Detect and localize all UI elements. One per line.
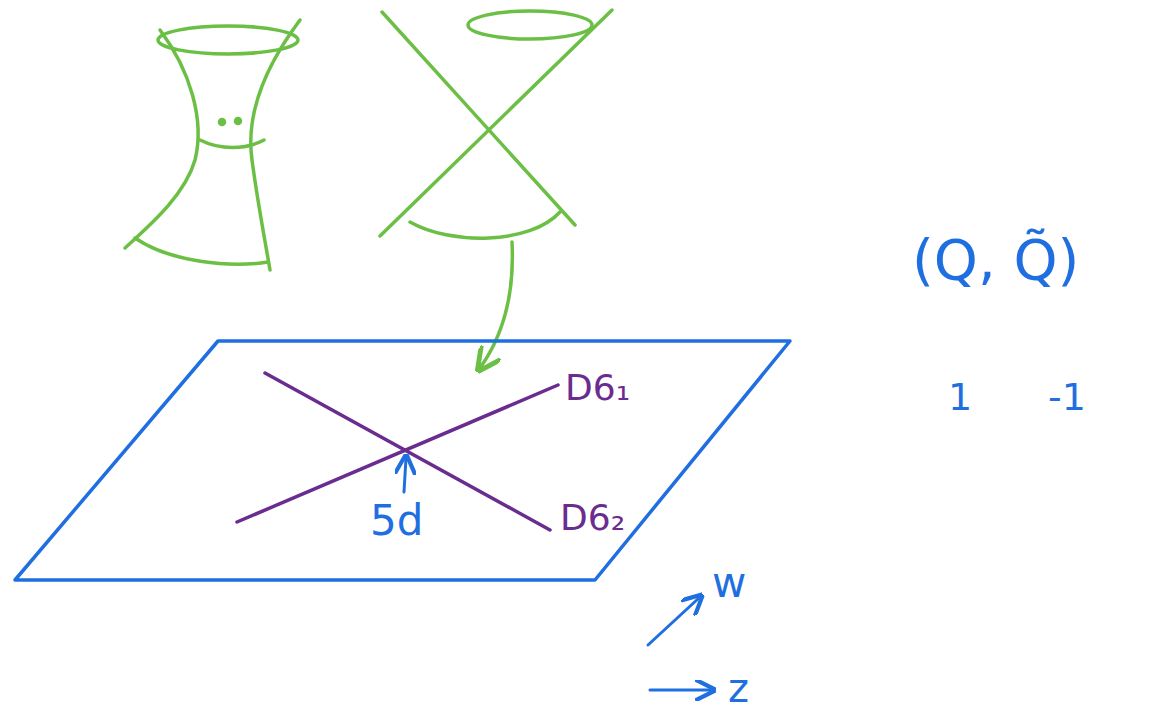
- hyperboloid: [125, 20, 300, 270]
- cone: [380, 10, 612, 368]
- charge-label: -1: [1048, 378, 1086, 416]
- charge-label: 1: [948, 378, 972, 416]
- brane-label: D6₁: [565, 370, 630, 406]
- dimension-label: 5d: [370, 500, 423, 542]
- axis-arrows: [404, 458, 712, 690]
- axis-label: z: [728, 668, 749, 708]
- plane: [15, 341, 790, 580]
- axis-label: w: [712, 562, 746, 604]
- field-label: (Q, Q̃): [912, 232, 1079, 288]
- brane-label: D6₂: [560, 500, 625, 536]
